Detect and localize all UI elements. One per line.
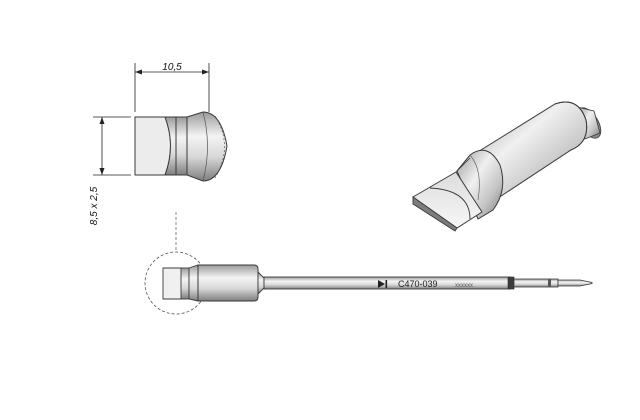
part-number: C470-039 [398,279,438,289]
tip-full-view: C470-039 xxxxxx [144,251,593,315]
tip-3d-view [412,101,602,232]
part-marking: xxxxxx [455,283,473,289]
height-dimension: 8,5 x 2,5 [89,116,131,225]
height-label: 8,5 x 2,5 [89,186,100,225]
width-label: 10,5 [162,62,182,73]
tip-detail-view [134,111,228,182]
brand-arrow-icon [378,280,385,288]
width-dimension: 10,5 [134,62,210,112]
